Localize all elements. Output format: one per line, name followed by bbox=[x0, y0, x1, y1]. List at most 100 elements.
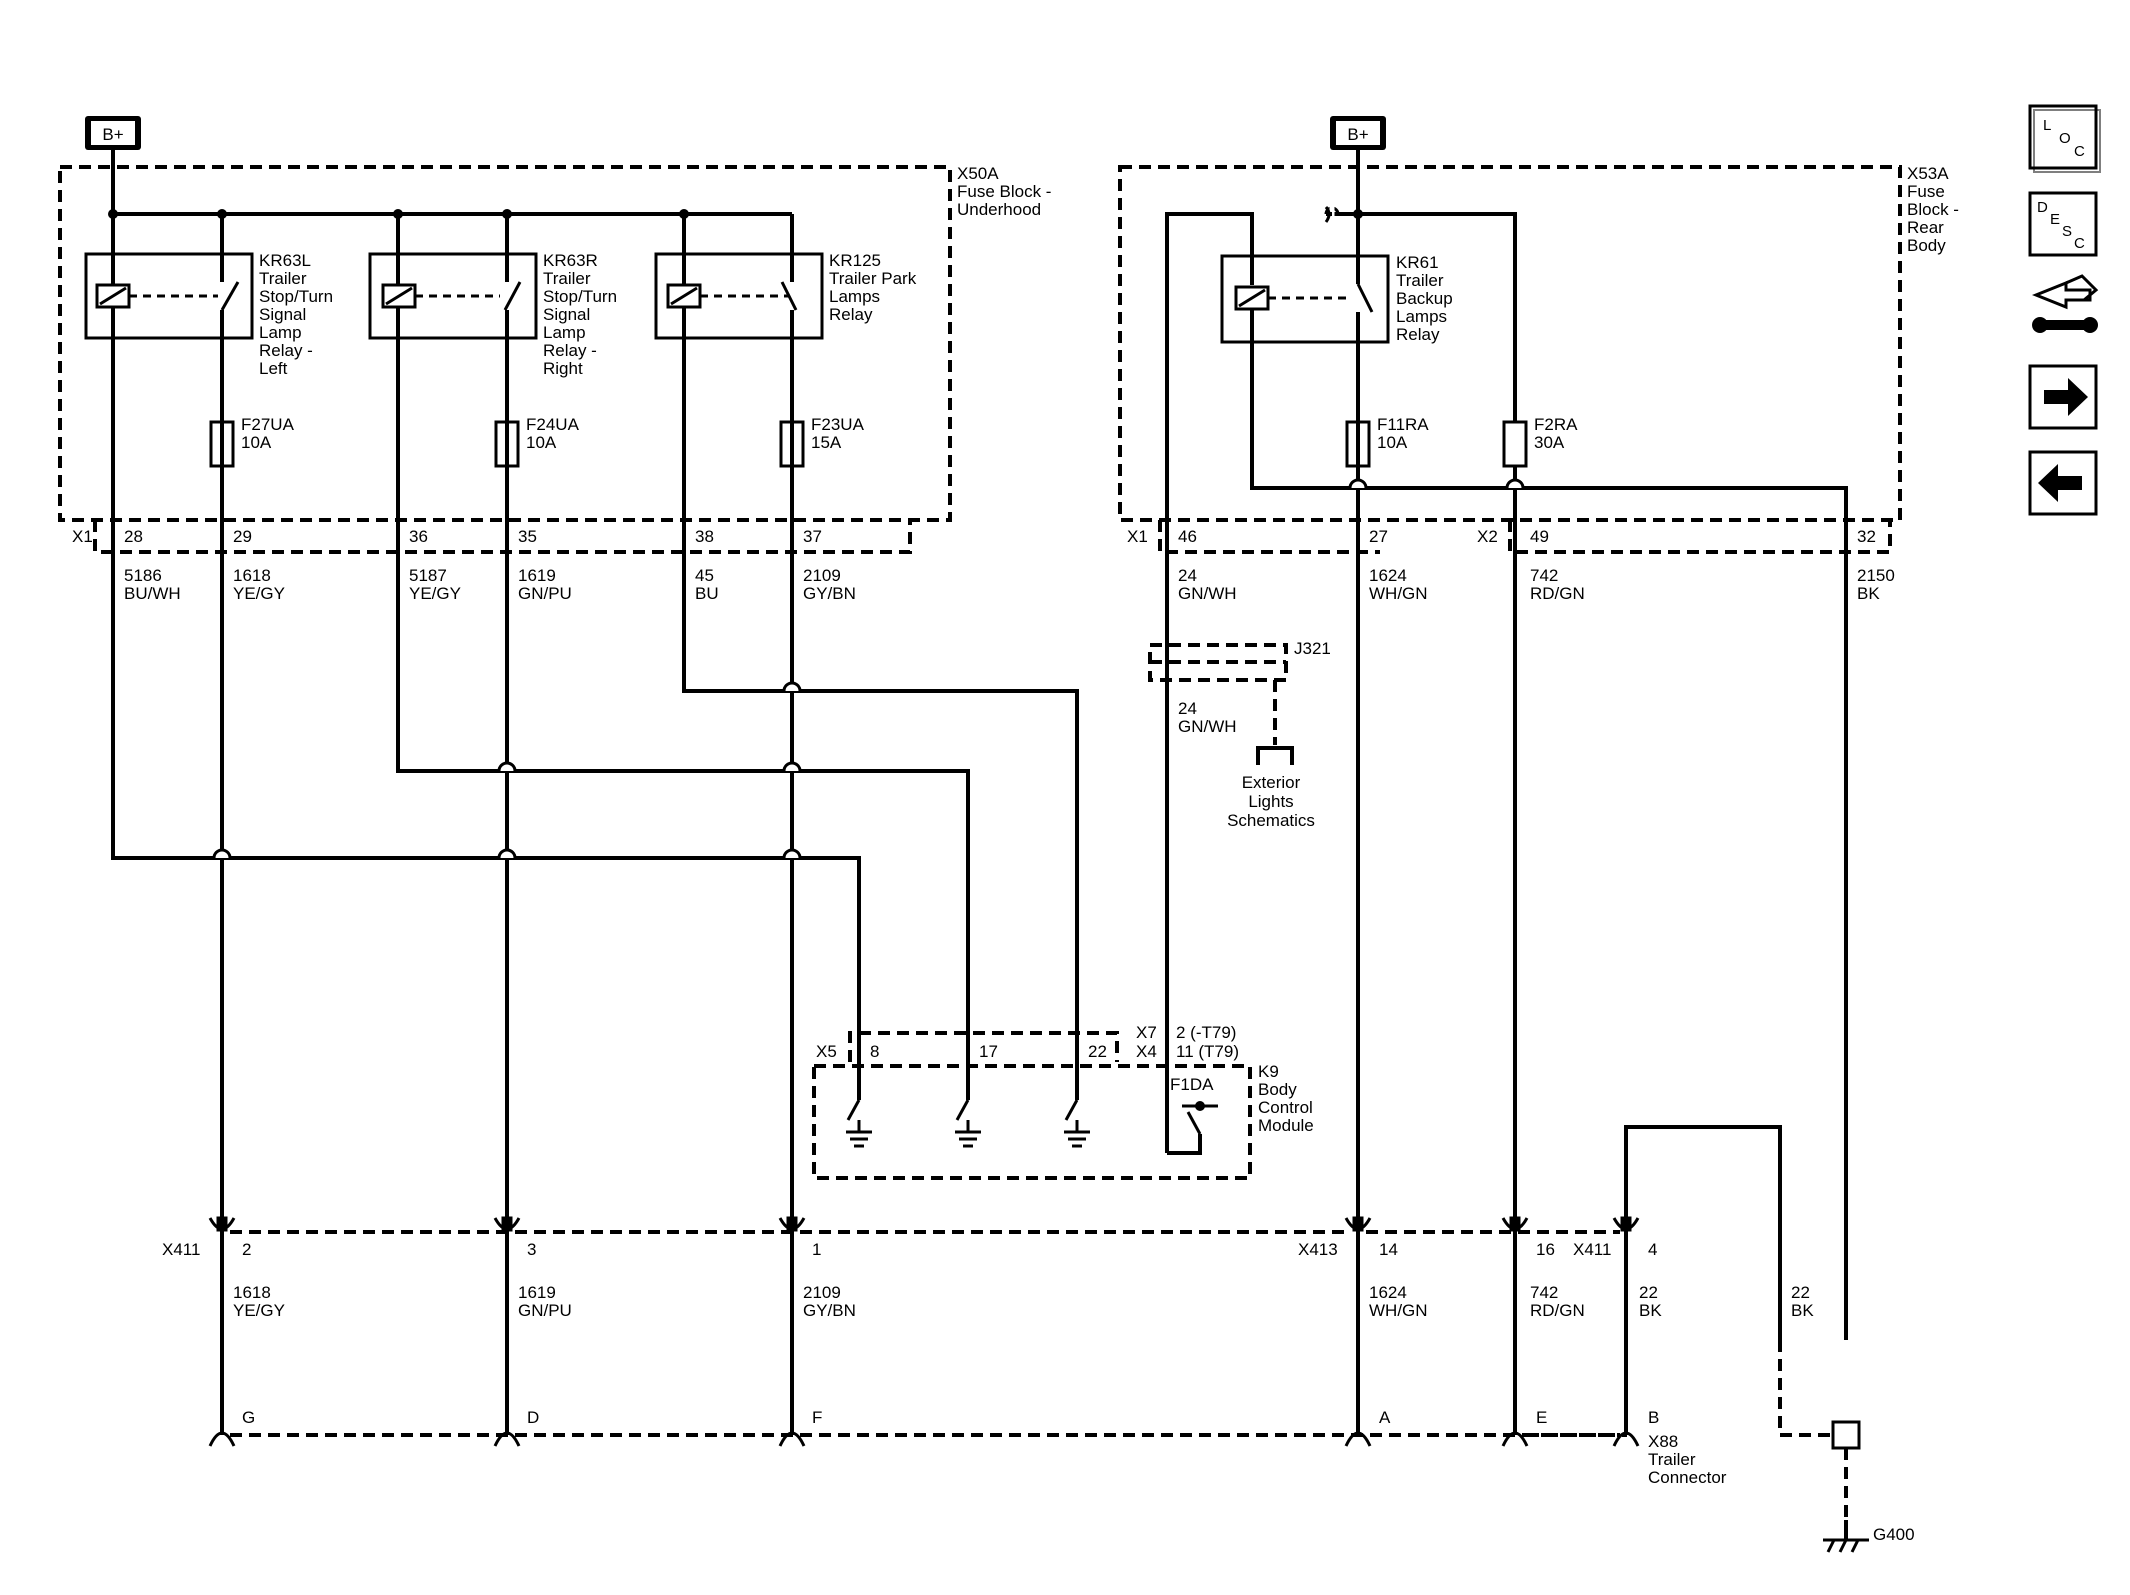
ground-g400-icon bbox=[1823, 1520, 1869, 1553]
svg-text:1: 1 bbox=[812, 1240, 821, 1259]
svg-text:E: E bbox=[2050, 211, 2060, 228]
svg-text:X7: X7 bbox=[1136, 1023, 1157, 1042]
svg-text:D: D bbox=[2037, 199, 2048, 216]
svg-text:Connector: Connector bbox=[1648, 1468, 1727, 1487]
svg-text:F: F bbox=[812, 1408, 822, 1427]
svg-text:22: 22 bbox=[1791, 1283, 1810, 1302]
svg-text:49: 49 bbox=[1530, 527, 1549, 546]
svg-text:17: 17 bbox=[979, 1042, 998, 1061]
rear-power-bus bbox=[1332, 212, 1517, 422]
svg-text:10A: 10A bbox=[1377, 433, 1408, 452]
svg-text:Backup: Backup bbox=[1396, 289, 1453, 308]
svg-text:BK: BK bbox=[1791, 1301, 1814, 1320]
svg-text:KR63R: KR63R bbox=[543, 251, 598, 270]
svg-text:22: 22 bbox=[1639, 1283, 1658, 1302]
fuse-block-underhood-id: X50A bbox=[957, 164, 999, 183]
svg-text:4: 4 bbox=[1648, 1240, 1657, 1259]
svg-text:X411: X411 bbox=[1573, 1240, 1611, 1259]
svg-text:Relay -: Relay - bbox=[259, 341, 313, 360]
relay-kr63r-coil-icon bbox=[381, 281, 522, 311]
svg-text:36: 36 bbox=[409, 527, 428, 546]
svg-text:RD/GN: RD/GN bbox=[1530, 1301, 1585, 1320]
connector-x5-outline bbox=[848, 1031, 1119, 1062]
svg-text:Control: Control bbox=[1258, 1098, 1313, 1117]
svg-text:YE/GY: YE/GY bbox=[409, 584, 461, 603]
svg-text:C: C bbox=[2074, 143, 2085, 160]
exterior-lights-reference-label: Exterior Lights Schematics bbox=[1227, 773, 1315, 830]
relay-kr125-coil-icon bbox=[666, 281, 798, 311]
svg-text:F24UA: F24UA bbox=[526, 415, 580, 434]
svg-text:Exterior: Exterior bbox=[1242, 773, 1301, 792]
svg-text:C: C bbox=[2074, 235, 2085, 252]
svg-text:5186: 5186 bbox=[124, 566, 162, 585]
reference-arrow-icon bbox=[1256, 746, 1294, 765]
svg-text:1618: 1618 bbox=[233, 1283, 271, 1302]
svg-text:Stop/Turn: Stop/Turn bbox=[259, 287, 333, 306]
svg-text:GN/PU: GN/PU bbox=[518, 584, 572, 603]
body-control-module-outline bbox=[812, 1064, 1252, 1180]
connector-x1-right-outline bbox=[1158, 520, 1380, 554]
svg-text:45: 45 bbox=[695, 566, 714, 585]
svg-text:15A: 15A bbox=[811, 433, 842, 452]
wire-45 bbox=[682, 307, 1079, 1066]
svg-text:10A: 10A bbox=[241, 433, 272, 452]
svg-text:O: O bbox=[2059, 130, 2071, 147]
next-button[interactable] bbox=[2028, 364, 2098, 430]
svg-text:742: 742 bbox=[1530, 1283, 1558, 1302]
location-button[interactable]: L O C bbox=[2028, 104, 2101, 173]
svg-text:1624: 1624 bbox=[1369, 566, 1407, 585]
splice-j321-label: J321 bbox=[1294, 639, 1331, 658]
svg-text:14: 14 bbox=[1379, 1240, 1398, 1259]
power-label-right: B+ bbox=[1347, 125, 1368, 144]
fuse-block-rear-label-2: Block - bbox=[1907, 200, 1959, 219]
connector-labels: X1 X1 X2 X411 X413 X411 X5 X7 X4 2 (-T79… bbox=[72, 527, 1611, 1259]
svg-text:8: 8 bbox=[870, 1042, 879, 1061]
svg-text:Trailer: Trailer bbox=[543, 269, 591, 288]
svg-text:24: 24 bbox=[1178, 699, 1197, 718]
svg-text:BK: BK bbox=[1639, 1301, 1662, 1320]
wire-22-bk bbox=[1624, 1125, 1782, 1435]
svg-text:F2RA: F2RA bbox=[1534, 415, 1578, 434]
arrow-right-icon bbox=[2044, 378, 2088, 416]
svg-text:16: 16 bbox=[1536, 1240, 1555, 1259]
svg-text:10A: 10A bbox=[526, 433, 557, 452]
svg-text:GN/WH: GN/WH bbox=[1178, 584, 1237, 603]
diagnostics-button[interactable] bbox=[2031, 274, 2099, 333]
svg-text:X5: X5 bbox=[816, 1042, 837, 1061]
svg-text:X1: X1 bbox=[72, 527, 93, 546]
bcm-switch-8-icon bbox=[846, 1066, 872, 1148]
relay-kr63l-label: KR63L Trailer Stop/Turn Signal Lamp Rela… bbox=[259, 251, 333, 378]
svg-text:2109: 2109 bbox=[803, 566, 841, 585]
svg-text:Signal: Signal bbox=[543, 305, 590, 324]
svg-text:742: 742 bbox=[1530, 566, 1558, 585]
connector-x1-left-outline bbox=[93, 520, 912, 554]
fuse-f2ra-icon bbox=[1502, 420, 1528, 468]
svg-text:Relay: Relay bbox=[829, 305, 873, 324]
svg-text:2: 2 bbox=[242, 1240, 251, 1259]
svg-text:37: 37 bbox=[803, 527, 822, 546]
ground-g400-label: G400 bbox=[1873, 1525, 1915, 1544]
svg-text:Lamps: Lamps bbox=[829, 287, 880, 306]
ground-terminal-icon bbox=[1831, 1420, 1861, 1450]
fuse-block-underhood-outline bbox=[58, 165, 952, 522]
bcm-switch-22-icon bbox=[1064, 1066, 1090, 1148]
previous-button[interactable] bbox=[2028, 450, 2098, 516]
svg-text:Lights: Lights bbox=[1248, 792, 1293, 811]
description-button[interactable]: D E S C bbox=[2028, 191, 2098, 257]
svg-text:27: 27 bbox=[1369, 527, 1388, 546]
svg-text:Lamps: Lamps bbox=[1396, 307, 1447, 326]
svg-text:F27UA: F27UA bbox=[241, 415, 295, 434]
svg-text:29: 29 bbox=[233, 527, 252, 546]
svg-text:Lamp: Lamp bbox=[543, 323, 586, 342]
svg-text:X411: X411 bbox=[162, 1240, 200, 1259]
fuse-block-underhood-label-2: Underhood bbox=[957, 200, 1041, 219]
battery-positive-left: B+ bbox=[85, 116, 141, 150]
svg-text:35: 35 bbox=[518, 527, 537, 546]
svg-text:G: G bbox=[242, 1408, 255, 1427]
svg-text:X413: X413 bbox=[1298, 1240, 1338, 1259]
svg-text:46: 46 bbox=[1178, 527, 1197, 546]
relay-kr125-box bbox=[654, 252, 824, 340]
svg-text:Relay: Relay bbox=[1396, 325, 1440, 344]
